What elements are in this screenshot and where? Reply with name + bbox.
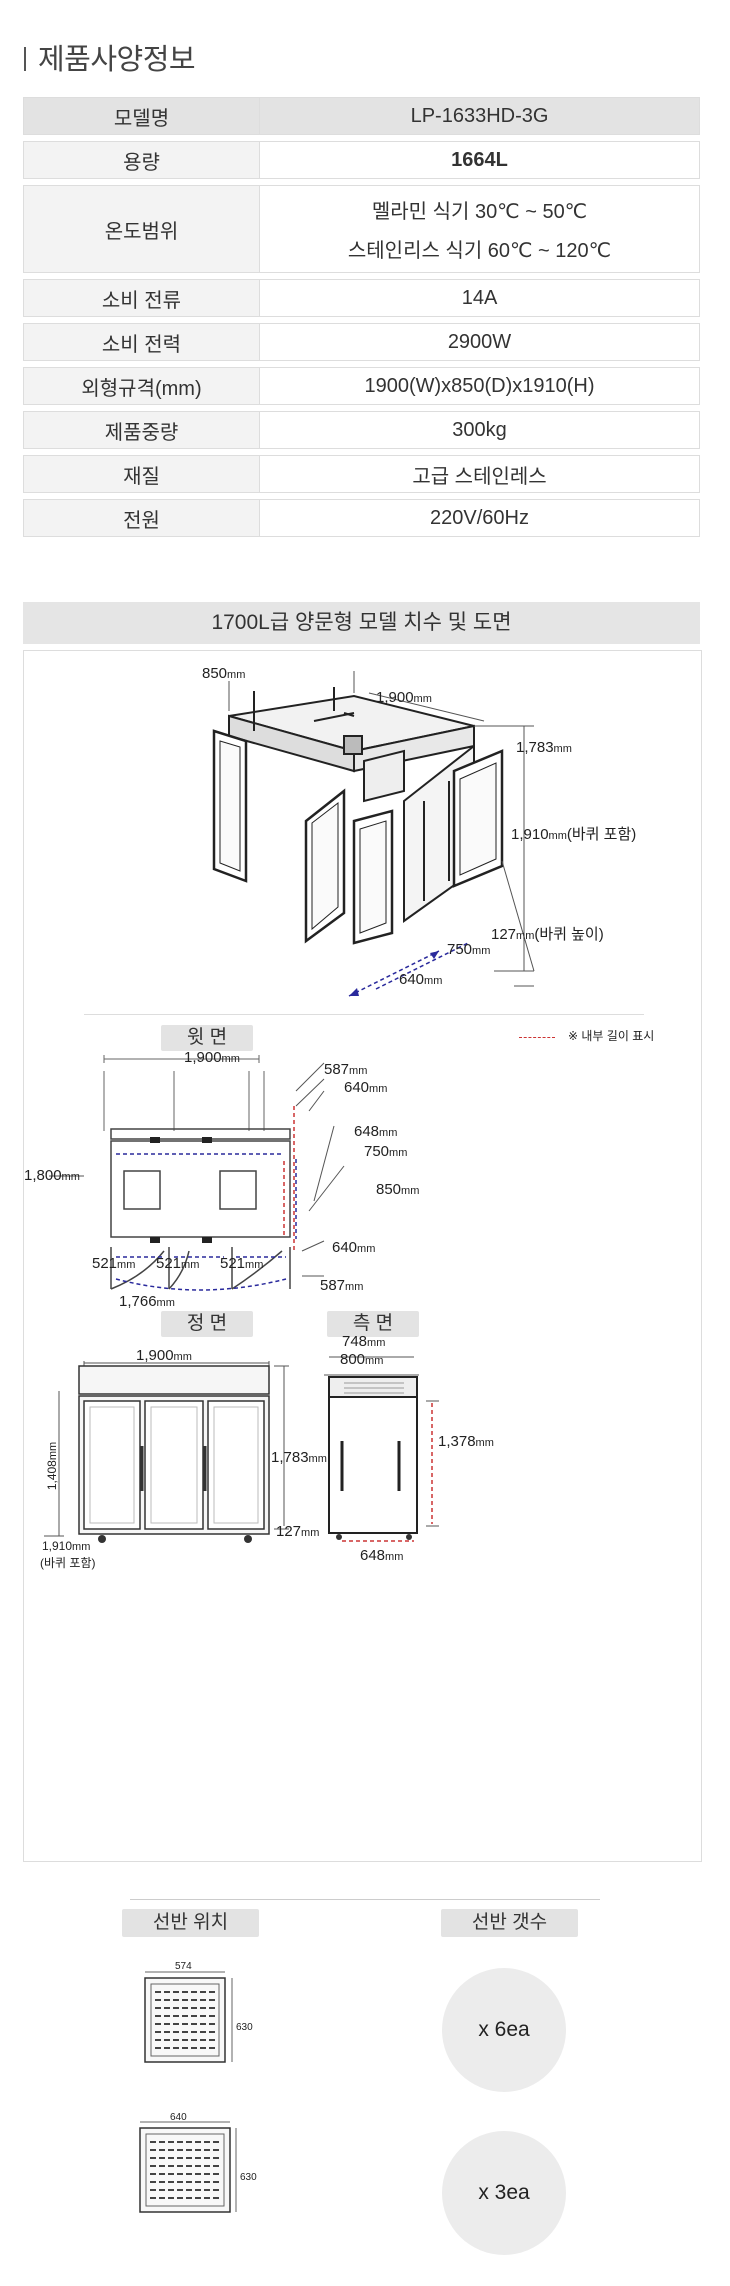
spec-label: 소비 전류 [23, 279, 259, 317]
top-label-850: 850mm [376, 1181, 420, 1198]
spec-label: 모델명 [23, 97, 259, 135]
top-label-521b: 521mm [156, 1255, 200, 1272]
iso-label-1910: 1,910mm(바퀴 포함) [511, 826, 637, 843]
front-label-1910: 1,910mm [42, 1539, 91, 1553]
top-label-750: 750mm [364, 1143, 408, 1160]
iso-label-750: 750mm [447, 941, 491, 958]
shelf-count-3: x 3ea [442, 2131, 566, 2255]
iso-label-127: 127mm(바퀴 높이) [491, 926, 604, 943]
top-label-648: 648mm [354, 1123, 398, 1140]
spec-value: LP-1633HD-3G [259, 97, 700, 135]
top-label-640: 640mm [344, 1079, 388, 1096]
section-title: 제품사양정보 [24, 36, 196, 78]
shelf-tray-2 [139, 2121, 237, 2213]
spec-label: 전원 [23, 499, 259, 537]
top-label-587b: 587mm [320, 1277, 364, 1294]
front-label-1900: 1,900mm [136, 1347, 192, 1364]
side-label-1378: 1,378mm [438, 1433, 494, 1450]
side-view-drawing [324, 1356, 439, 1542]
top-label-640b: 640mm [332, 1239, 376, 1256]
isometric-drawing [212, 671, 535, 997]
side-label-748: 748mm [342, 1333, 386, 1350]
top-view-drawing [49, 1055, 345, 1291]
front-view-title: 정 면 [161, 1311, 253, 1337]
temp-melamine: 멜라민 식기 30℃ ~ 50℃ [371, 201, 588, 223]
top-label-521c: 521mm [220, 1255, 264, 1272]
spec-value: 1900(W)x850(D)x1910(H) [259, 367, 700, 405]
top-label-1800: 1,800mm [24, 1167, 80, 1184]
tray1-height: 630 [236, 2022, 253, 2033]
spec-label: 제품중량 [23, 411, 259, 449]
spec-value: 1664L [259, 141, 700, 179]
shelf-divider [130, 1899, 600, 1900]
front-label-wheel-note: (바퀴 포함) [40, 1556, 96, 1570]
legend-text: ※ 내부 길이 표시 [568, 1029, 655, 1043]
shelf-tray-1 [144, 1971, 233, 2063]
spec-label: 소비 전력 [23, 323, 259, 361]
iso-label-850: 850mm [202, 665, 246, 682]
spec-value: 300kg [259, 411, 700, 449]
top-label-1766: 1,766mm [119, 1293, 175, 1310]
iso-label-1900: 1,900mm [376, 689, 432, 706]
tray1-width: 574 [175, 1961, 192, 1972]
top-view-title: 윗 면 [161, 1025, 253, 1051]
divider [84, 1014, 644, 1015]
shelf-position-title: 선반 위치 [122, 1909, 259, 1937]
top-label-1900: 1,900mm [184, 1049, 240, 1066]
shelf-count-title: 선반 갯수 [441, 1909, 578, 1937]
spec-row-temperature: 온도범위 멜라민 식기 30℃ ~ 50℃ 스테인리스 식기 60℃ ~ 120℃ [23, 185, 700, 273]
dimension-drawing-panel: 850mm 1,900mm 1,783mm 1,910mm(바퀴 포함) 127… [23, 650, 702, 1862]
section-title-text: 제품사양정보 [38, 44, 196, 76]
spec-label: 외형규격(mm) [23, 367, 259, 405]
side-label-800: 800mm [340, 1351, 384, 1368]
dimension-title: 1700L급 양문형 모델 치수 및 도면 [23, 602, 700, 644]
spec-value: 220V/60Hz [259, 499, 700, 537]
temp-stainless: 스테인리스 식기 60℃ ~ 120℃ [347, 240, 612, 262]
top-label-587: 587mm [324, 1061, 368, 1078]
front-label-1408: 1,408mm [45, 1441, 60, 1491]
spec-label: 용량 [23, 141, 259, 179]
tray2-height: 630 [240, 2172, 257, 2183]
tray2-width: 640 [170, 2112, 187, 2123]
spec-label: 온도범위 [23, 185, 259, 273]
spec-value: 14A [259, 279, 700, 317]
spec-value: 2900W [259, 323, 700, 361]
spec-value: 고급 스테인레스 [259, 455, 700, 493]
shelf-count-6: x 6ea [442, 1968, 566, 2092]
iso-label-1783: 1,783mm [516, 739, 572, 756]
spec-value: 멜라민 식기 30℃ ~ 50℃ 스테인리스 식기 60℃ ~ 120℃ [259, 185, 700, 273]
title-bar [24, 47, 26, 71]
front-label-1783: 1,783mm [271, 1449, 327, 1466]
iso-label-640: 640mm [399, 971, 443, 988]
front-label-127: 127mm [276, 1523, 320, 1540]
spec-label: 재질 [23, 455, 259, 493]
spec-row-dimensions: 외형규격(mm)1900(W)x850(D)x1910(H) [23, 367, 700, 405]
top-label-521a: 521mm [92, 1255, 136, 1272]
legend-line [519, 1037, 555, 1038]
front-view-drawing [44, 1361, 289, 1543]
side-label-648: 648mm [360, 1547, 404, 1564]
side-view-title: 측 면 [327, 1311, 419, 1337]
